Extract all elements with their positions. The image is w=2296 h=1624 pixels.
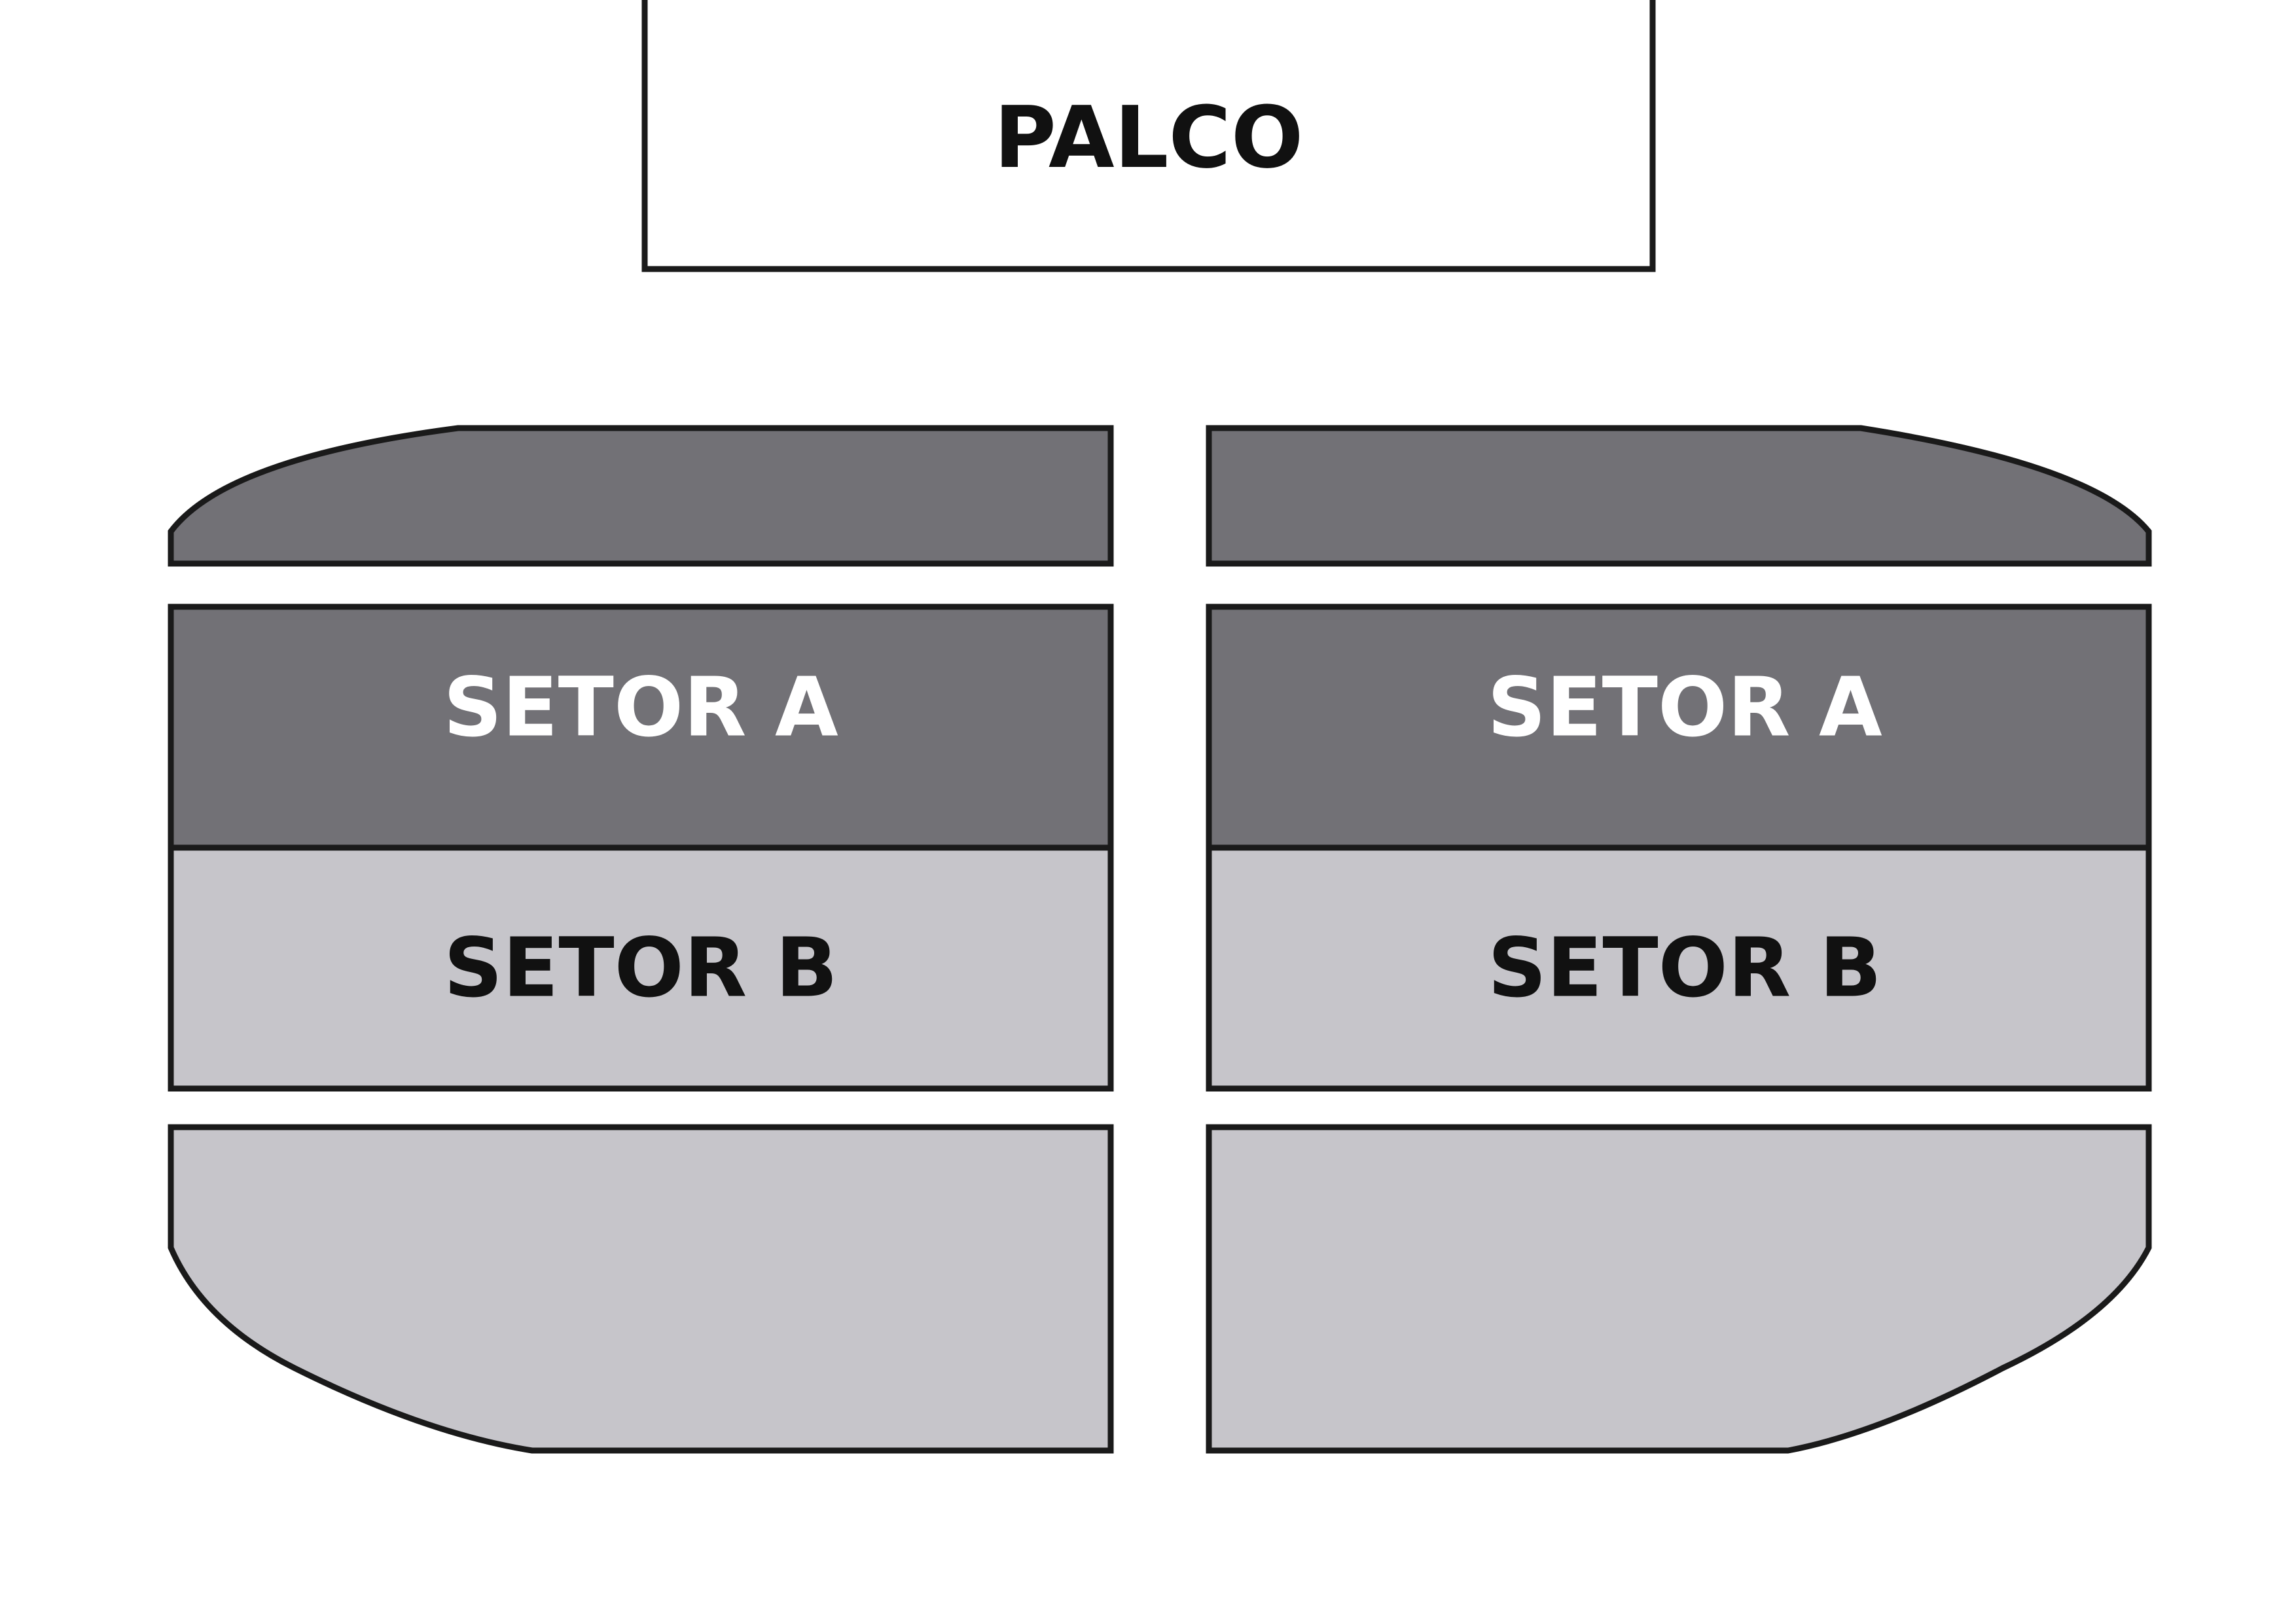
stage-outline bbox=[641, 0, 1656, 272]
sector-b-left-area bbox=[168, 844, 1114, 1092]
stage-label: PALCO bbox=[994, 88, 1304, 187]
sector-b-right-label: SETOR B bbox=[1488, 921, 1882, 1016]
sector-a-right-label: SETOR A bbox=[1487, 660, 1882, 755]
sector-top-left[interactable] bbox=[168, 425, 1114, 567]
sector-a-left-area bbox=[168, 604, 1114, 851]
sector-b-left[interactable]: SETOR B bbox=[168, 844, 1114, 1092]
sector-a-right[interactable]: SETOR A bbox=[1206, 604, 2152, 851]
sector-a-left-label: SETOR A bbox=[443, 660, 838, 755]
sector-b-right[interactable]: SETOR B bbox=[1206, 844, 2152, 1092]
sector-bottom-right[interactable] bbox=[1206, 1124, 2152, 1454]
sector-a-left[interactable]: SETOR A bbox=[168, 604, 1114, 851]
sector-top-right[interactable] bbox=[1206, 425, 2152, 567]
sector-bottom-left[interactable] bbox=[168, 1124, 1114, 1454]
sector-b-left-label: SETOR B bbox=[444, 921, 838, 1016]
stage-area[interactable]: PALCO bbox=[641, 0, 1656, 272]
sector-b-right-area bbox=[1206, 844, 2152, 1092]
